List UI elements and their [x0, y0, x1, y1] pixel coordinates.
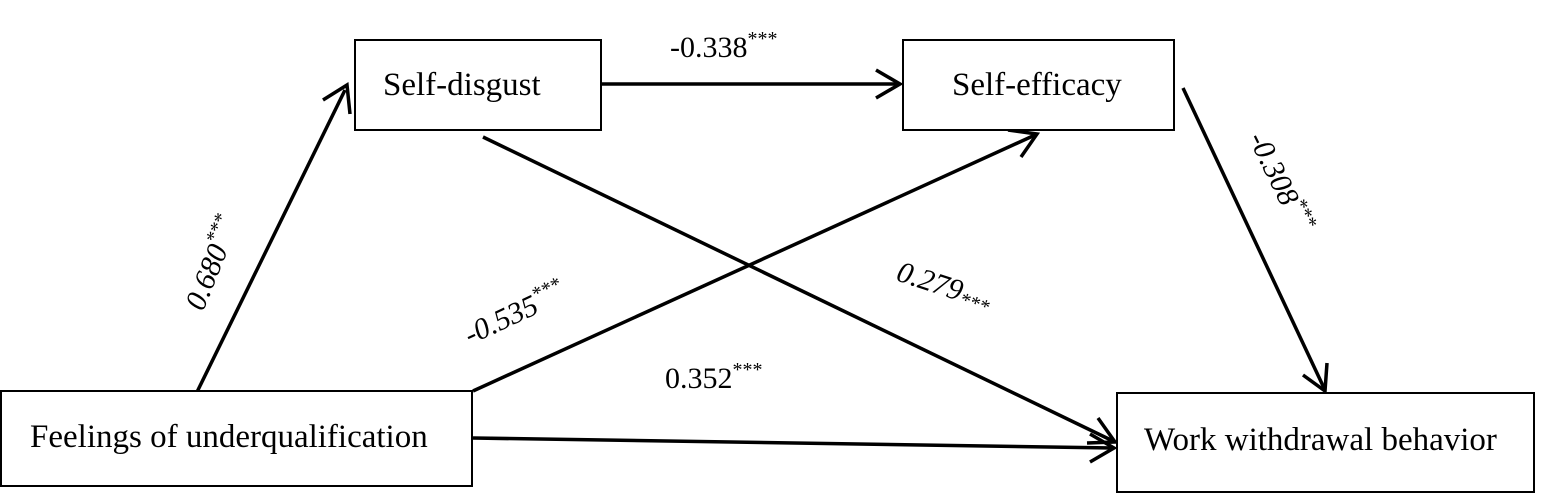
node-feelings-of-underqualification: Feelings of underqualification: [0, 390, 473, 487]
coef-feelings-to-withdrawal: 0.352***: [665, 359, 763, 395]
coef-feelings-to-efficacy: -0.535***: [458, 273, 571, 351]
node-feelings-label: Feelings of underqualification: [30, 419, 428, 455]
node-self-disgust-label: Self-disgust: [383, 67, 541, 103]
arrow-feelings-to-withdrawal: [472, 432, 1118, 464]
arrow-feelings-to-efficacy: [472, 128, 1041, 393]
arrow-efficacy-to-withdrawal: [1181, 87, 1329, 395]
coef-disgust-to-efficacy: -0.338***: [670, 28, 778, 64]
arrow-feelings-to-disgust: [195, 82, 352, 393]
coef-disgust-to-withdrawal: 0.279***: [892, 255, 996, 318]
node-withdrawal-label: Work withdrawal behavior: [1144, 422, 1497, 458]
coef-feelings-to-disgust: 0.680***: [176, 211, 246, 315]
arrow-disgust-to-withdrawal: [482, 135, 1119, 445]
coef-efficacy-to-withdrawal: -0.308***: [1242, 125, 1321, 237]
node-self-efficacy: Self-efficacy: [902, 39, 1175, 131]
node-self-efficacy-label: Self-efficacy: [952, 67, 1122, 103]
arrow-disgust-to-efficacy: [602, 68, 904, 100]
node-self-disgust: Self-disgust: [354, 39, 602, 131]
node-work-withdrawal-behavior: Work withdrawal behavior: [1116, 392, 1535, 493]
